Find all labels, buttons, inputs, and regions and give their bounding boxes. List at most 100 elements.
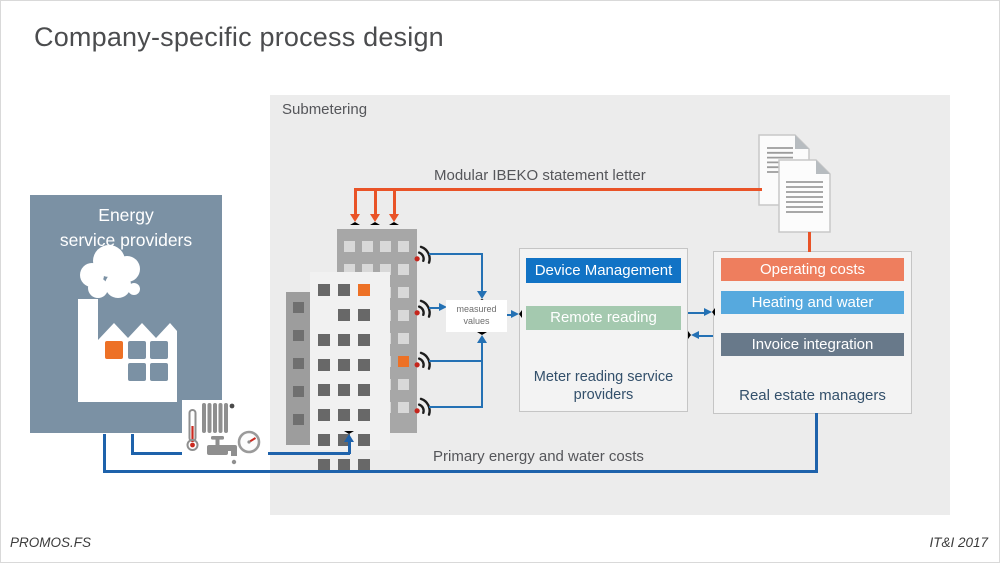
building-window xyxy=(398,264,409,275)
meter-icons-box xyxy=(182,400,268,468)
factory-icon xyxy=(78,245,177,402)
building-window xyxy=(358,359,370,371)
building-window xyxy=(358,334,370,346)
primary-costs-line xyxy=(103,434,106,473)
building-window xyxy=(293,330,304,341)
building-window xyxy=(398,241,409,252)
energy-service-providers-box: Energy service providers xyxy=(30,195,222,433)
connector-line xyxy=(429,360,483,362)
building-window xyxy=(358,459,370,471)
page-title: Company-specific process design xyxy=(34,22,444,52)
building-window xyxy=(398,287,409,298)
footer-left: PROMOS.FS xyxy=(10,535,92,550)
invoice-integration-bar: Invoice integration xyxy=(721,333,904,356)
building-window xyxy=(338,334,350,346)
arrowhead-up xyxy=(344,431,354,442)
arrowhead-down xyxy=(350,214,360,225)
building-window xyxy=(358,409,370,421)
connector-line xyxy=(688,312,706,314)
building-window xyxy=(293,414,304,425)
arrowhead-right xyxy=(704,308,715,316)
building-left xyxy=(286,292,312,445)
building-window xyxy=(338,284,350,296)
wifi-signal-icon xyxy=(414,349,436,371)
building-window xyxy=(318,459,330,471)
building-window xyxy=(338,359,350,371)
wifi-signal-icon xyxy=(414,395,436,417)
building-window xyxy=(362,241,373,252)
statement-letter-line xyxy=(354,188,762,191)
real-estate-card: Operating costs Heating and water Invoic… xyxy=(713,251,912,414)
statement-letter-line xyxy=(354,188,357,215)
building-window xyxy=(344,241,355,252)
remote-reading-bar: Remote reading xyxy=(526,306,681,330)
connector-line xyxy=(695,335,713,337)
statement-letter-line xyxy=(808,232,811,252)
building-window xyxy=(293,386,304,397)
building-front xyxy=(310,272,390,471)
building-window xyxy=(398,379,409,390)
building-window xyxy=(380,241,391,252)
supply-line xyxy=(131,452,182,455)
device-management-bar: Device Management xyxy=(526,258,681,283)
wifi-signal-icon xyxy=(414,243,436,265)
building-window xyxy=(358,384,370,396)
statement-letter-label: Modular IBEKO statement letter xyxy=(434,167,646,184)
heating-and-water-bar: Heating and water xyxy=(721,291,904,314)
building-window xyxy=(318,434,330,446)
wifi-signal-icon xyxy=(414,297,436,319)
connector-line xyxy=(507,314,513,316)
connector-line xyxy=(481,253,483,293)
building-window xyxy=(293,358,304,369)
building-window xyxy=(338,409,350,421)
building-window xyxy=(293,302,304,313)
arrowhead-left xyxy=(688,331,699,339)
faucet-icon xyxy=(207,436,237,465)
building-window xyxy=(398,333,409,344)
building-window xyxy=(338,309,350,321)
arrowhead-down xyxy=(389,214,399,225)
building-window xyxy=(338,459,350,471)
building-window xyxy=(344,264,355,275)
connector-line xyxy=(481,339,483,408)
operating-costs-bar: Operating costs xyxy=(721,258,904,281)
arrowhead-down xyxy=(370,214,380,225)
building-window xyxy=(358,434,370,446)
building-window xyxy=(398,402,409,413)
building-window xyxy=(338,384,350,396)
primary-costs-line xyxy=(103,470,818,473)
statement-documents-icon xyxy=(758,134,831,233)
building-window xyxy=(318,334,330,346)
footer-right: IT&I 2017 xyxy=(929,535,988,550)
building-window xyxy=(380,264,391,275)
measured-values-box: measured values xyxy=(446,300,507,332)
building-window xyxy=(318,384,330,396)
building-window xyxy=(398,310,409,321)
energy-service-providers-label: Energy service providers xyxy=(59,205,193,251)
building-window xyxy=(358,284,370,296)
building-window xyxy=(318,359,330,371)
connector-line xyxy=(429,406,483,408)
statement-letter-line xyxy=(374,188,377,215)
building-window xyxy=(362,264,373,275)
building-window xyxy=(318,409,330,421)
radiator-icon xyxy=(202,403,235,433)
building-window xyxy=(398,356,409,367)
supply-line xyxy=(131,434,134,455)
supply-line xyxy=(268,452,350,455)
heating-meter-icons xyxy=(186,403,261,465)
real-estate-caption: Real estate managers xyxy=(739,387,886,404)
gauge-icon xyxy=(237,430,261,454)
building-window xyxy=(318,284,330,296)
supply-line xyxy=(348,438,351,454)
building-window xyxy=(358,309,370,321)
meter-reading-caption: Meter reading service providers xyxy=(533,368,674,403)
connector-line xyxy=(429,307,440,309)
arrowhead-right xyxy=(511,310,522,318)
submetering-label: Submetering xyxy=(282,101,368,118)
statement-letter-line xyxy=(393,188,396,215)
primary-costs-line xyxy=(815,413,818,473)
connector-line xyxy=(429,253,483,255)
primary-costs-label: Primary energy and water costs xyxy=(433,448,644,465)
